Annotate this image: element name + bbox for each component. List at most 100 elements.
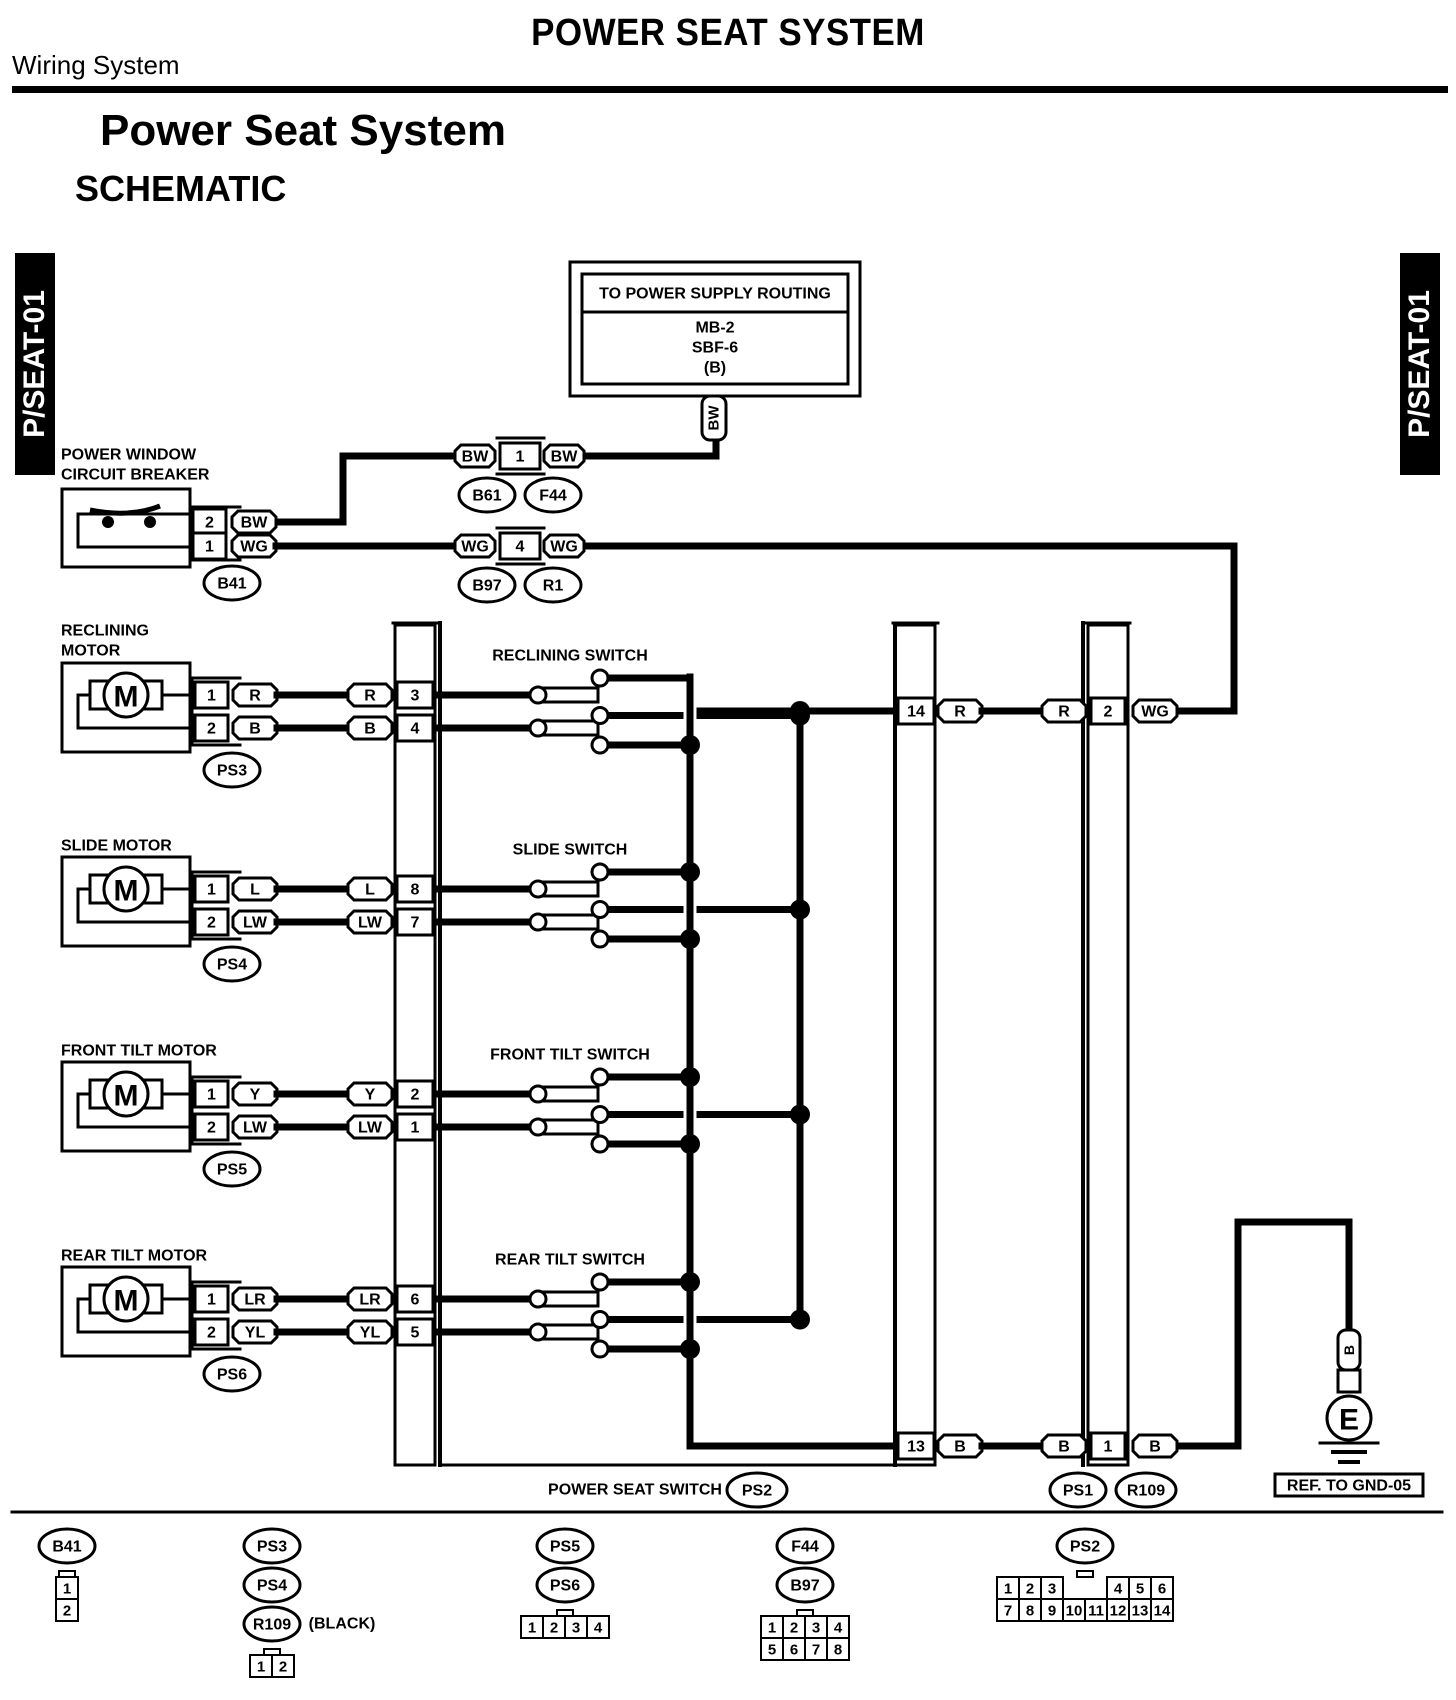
- switch-contact: [590, 900, 610, 919]
- junction-pin: [498, 531, 542, 561]
- connector-pin-number: 6: [790, 1642, 798, 1659]
- switch-wire-tag: [346, 682, 394, 708]
- connector-pin-number: 4: [1114, 1581, 1123, 1598]
- motor-wire-tag-label: L: [250, 882, 260, 899]
- switch-wire-tag-label: R: [364, 688, 376, 705]
- connector-view-code-ps3: [242, 1527, 302, 1565]
- connector-ps3-label: PS3: [217, 763, 247, 780]
- motor-wire-tag: [231, 1114, 279, 1140]
- side-tab-right: P/SEAT-01: [1400, 253, 1440, 475]
- connector-ps5: [202, 1150, 262, 1188]
- motor-return-lead: [76, 1297, 190, 1334]
- supply-wire-tag-label: BW: [706, 405, 723, 431]
- switch-pin-label: 6: [411, 1292, 420, 1309]
- motor-pin: [193, 907, 230, 937]
- switch-wire-tag: [346, 1286, 394, 1312]
- breaker-contact-right: [144, 516, 156, 528]
- connector-latch: [1076, 1570, 1094, 1578]
- motor-pin: [193, 1317, 230, 1347]
- wire-bw-breaker: [276, 452, 455, 526]
- harness-right-tag: [1131, 1433, 1179, 1459]
- switch-pin-label: 5: [411, 1325, 420, 1342]
- connector-view-code-ps2-label: PS2: [1070, 1539, 1100, 1556]
- connector-pin-number: 5: [768, 1642, 776, 1659]
- connector-view-code-b97: [775, 1566, 835, 1604]
- motor-pin: [193, 1284, 230, 1314]
- ground-lug: [1336, 1368, 1362, 1394]
- switch-output-wire-tag-label: B: [954, 1439, 966, 1456]
- switch-label: REAR TILT SWITCH: [495, 1252, 645, 1269]
- junction-left-tag-label: BW: [462, 449, 490, 466]
- connector-pin-number: 4: [594, 1620, 603, 1637]
- connector-view-code-ps6: [535, 1566, 595, 1604]
- connector-view-code-ps6-label: PS6: [550, 1578, 580, 1595]
- junction-right-tag: [542, 443, 586, 469]
- connector-pin-number: 10: [1066, 1603, 1083, 1620]
- connector-b97-label: B97: [472, 578, 501, 595]
- connector-view-code-ps5: [535, 1527, 595, 1565]
- breaker-bimetal-strip: [89, 503, 161, 516]
- connector-pin-number: 2: [790, 1620, 798, 1637]
- connector-view-code-ps5-label: PS5: [550, 1539, 580, 1556]
- motor-wire-tag: [231, 682, 279, 708]
- connector-b41-label: B41: [217, 576, 246, 593]
- switch-lever-pivot: [528, 685, 548, 705]
- motor-pin: [193, 713, 230, 743]
- connector-r109: [1114, 1471, 1178, 1509]
- motor-pin-label: 1: [207, 882, 216, 899]
- connector-r1: [523, 566, 583, 604]
- connector-ps1: [1048, 1471, 1108, 1509]
- motor-wire-tag: [231, 876, 279, 902]
- connector-pin-number: 3: [572, 1620, 580, 1637]
- switch-output-wire-tag-label: R: [954, 704, 966, 721]
- motor-wire-tag-label: LW: [243, 915, 268, 932]
- connector-ps4: [202, 945, 262, 983]
- motor-return-lead: [76, 693, 190, 730]
- connector-ps6: [202, 1355, 262, 1393]
- switch-lever-pivot: [528, 1289, 548, 1309]
- connector-pin-number: 7: [812, 1642, 820, 1659]
- motor-label: SLIDE MOTOR: [61, 838, 172, 855]
- connector-b61: [457, 476, 517, 514]
- switch-contact-wire-top: [607, 674, 694, 682]
- switch-pin: [395, 1112, 435, 1142]
- connector-view-code-b41-label: B41: [52, 1539, 81, 1556]
- connector-pin-number: 1: [63, 1581, 71, 1598]
- wire-wg-harness: [585, 542, 1238, 715]
- connector-pin-number: 9: [1048, 1603, 1056, 1620]
- section-name: Wiring System: [12, 50, 180, 80]
- connector-view-code-b41: [37, 1527, 97, 1565]
- side-tab-left: P/SEAT-01: [15, 253, 55, 475]
- switch-pin: [395, 1284, 435, 1314]
- connector-pin-cell: [55, 1598, 79, 1622]
- connector-view-code-f44: [775, 1527, 835, 1565]
- b41-wire-tag-WG-label: WG: [240, 539, 268, 556]
- motor-label: REAR TILT MOTOR: [61, 1248, 208, 1265]
- connector-pin-number: 2: [550, 1620, 558, 1637]
- motor-label: FRONT TILT MOTOR: [61, 1043, 217, 1060]
- connector-latch: [796, 1609, 814, 1617]
- junction-left-tag-label: WG: [461, 539, 489, 556]
- switch-pin-label: 7: [411, 915, 420, 932]
- power-supply-heading: TO POWER SUPPLY ROUTING: [599, 286, 831, 303]
- switch-wire-tag-label: LW: [358, 915, 383, 932]
- connector-r109-label: R109: [1127, 1483, 1165, 1500]
- switch-contact: [590, 1134, 610, 1154]
- junction-dot: [680, 1134, 700, 1154]
- motor-symbol-label: M: [114, 1080, 139, 1113]
- junction-dot: [680, 735, 700, 755]
- connector-ps1-label: PS1: [1063, 1483, 1093, 1500]
- diagram-subtitle: SCHEMATIC: [75, 168, 287, 209]
- switch-pin: [395, 874, 435, 904]
- switch-contact: [590, 1272, 610, 1292]
- motor-label: RECLINING: [61, 623, 149, 640]
- switch-lever-pivot: [528, 1117, 548, 1137]
- diagram-title: Power Seat System: [100, 106, 506, 155]
- junction-pin-label: 4: [516, 539, 525, 556]
- connector-view-code-ps4: [242, 1566, 302, 1604]
- junction-dot: [680, 929, 700, 949]
- switch-pin: [395, 713, 435, 743]
- connector-pin-number: 6: [1158, 1581, 1166, 1598]
- switch-pin: [395, 680, 435, 710]
- motor-label: MOTOR: [61, 643, 121, 660]
